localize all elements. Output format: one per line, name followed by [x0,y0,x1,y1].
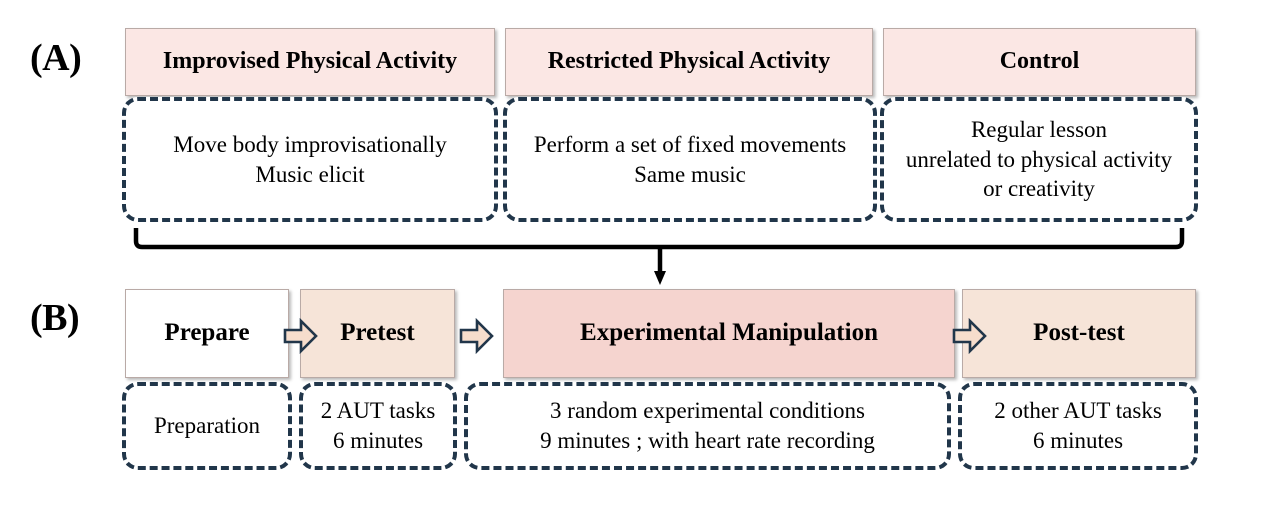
condition-detail-improvised-line-1: Move body improvisationally [173,131,447,157]
stage-detail-prepare-line-1: Preparation [153,413,260,439]
stage-detail-pretest-line-1: 2 AUT tasks [320,398,436,424]
stage-detail-pretest-line-2: 6 minutes [332,428,424,453]
condition-header-restricted: Restricted Physical Activity [505,28,873,96]
condition-detail-restricted-line-1: Perform a set of fixed movements [533,131,847,157]
stage-header-post-test: Post-test [962,289,1196,378]
stage-header-experimental-manipulation: Experimental Manipulation [503,289,955,378]
flow-arrow-icon-3 [952,318,987,354]
condition-detail-control-line-1: Regular lesson [970,116,1108,142]
stage-detail-experimental-manipulation: 3 random experimental conditions 9 minut… [464,382,951,470]
stage-header-pretest-label: Pretest [340,319,415,347]
condition-detail-restricted-line-2: Same music [634,161,746,187]
condition-detail-control-line-3: or creativity [983,176,1095,202]
condition-header-control-label: Control [999,48,1080,75]
stage-detail-pretest: 2 AUT tasks 6 minutes [299,382,457,470]
condition-header-restricted-label: Restricted Physical Activity [547,48,831,75]
stage-detail-post-test: 2 other AUT tasks 6 minutes [958,382,1198,470]
condition-header-improvised: Improvised Physical Activity [125,28,495,96]
stage-header-post-test-label: Post-test [1033,319,1125,347]
condition-detail-improvised: Move body improvisationally Music elicit [122,97,498,222]
condition-header-control: Control [883,28,1196,96]
condition-detail-improvised-line-2: Music elicit [255,161,365,187]
stage-detail-experimental-manipulation-line-2: 9 minutes ; with heart rate recording [540,428,875,453]
condition-detail-control: Regular lesson unrelated to physical act… [880,97,1198,222]
condition-header-improvised-label: Improvised Physical Activity [162,48,458,75]
condition-detail-restricted: Perform a set of fixed movements Same mu… [503,97,877,222]
panel-b-label: (B) [30,297,80,339]
condition-detail-control-line-2: unrelated to physical activity [905,146,1173,172]
flow-arrow-icon-2 [459,318,494,354]
stage-header-prepare-label: Prepare [164,319,250,347]
stage-detail-prepare: Preparation [122,382,292,470]
stage-header-experimental-manipulation-label: Experimental Manipulation [580,319,878,347]
stage-detail-post-test-line-1: 2 other AUT tasks [994,398,1162,424]
stage-detail-experimental-manipulation-line-1: 3 random experimental conditions [550,398,865,424]
panel-a-label: (A) [30,37,82,79]
flow-arrow-icon-1 [283,318,318,354]
stage-header-pretest: Pretest [300,289,455,378]
stage-detail-post-test-line-2: 6 minutes [1032,428,1124,453]
stage-header-prepare: Prepare [125,289,289,378]
